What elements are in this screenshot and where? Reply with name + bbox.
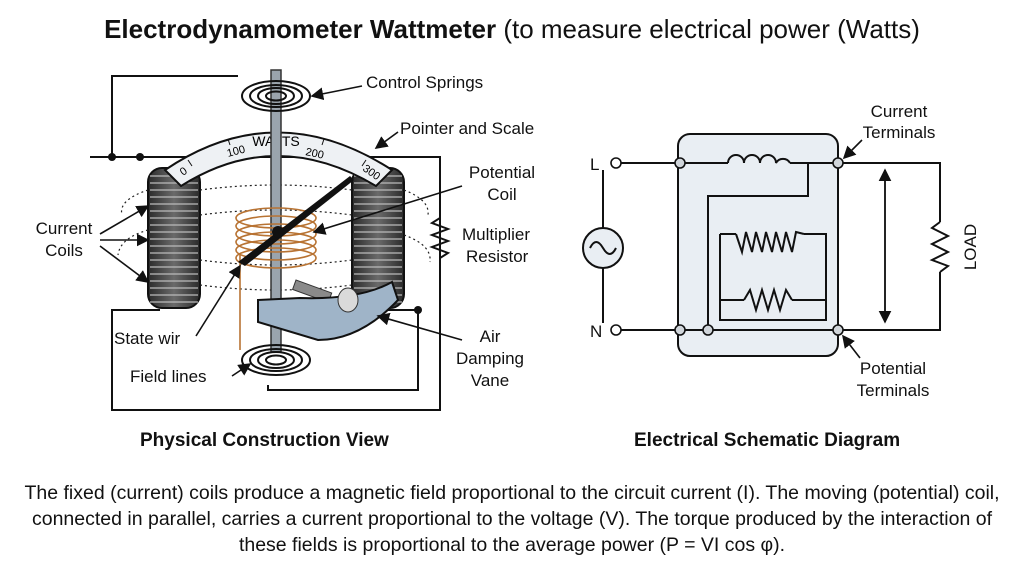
label-potential-coil-1: Potential — [469, 163, 535, 182]
label-multiplier-1: Multiplier — [462, 225, 530, 244]
label-potential-coil-2: Coil — [487, 185, 516, 204]
label-current-coils-2: Coils — [45, 241, 83, 260]
label-potential-terminals-2: Terminals — [857, 381, 930, 400]
pointer — [238, 176, 354, 266]
scale-tick-200: 200 — [304, 146, 324, 162]
label-multiplier-2: Resistor — [466, 247, 529, 266]
wattmeter-box — [677, 133, 839, 357]
label-line-n: N — [590, 322, 602, 341]
page-title: Electrodynamometer Wattmeter (to measure… — [0, 14, 1024, 45]
label-air-3: Vane — [471, 371, 509, 390]
caption-physical: Physical Construction View — [140, 430, 389, 451]
label-field-lines: Field lines — [130, 367, 207, 386]
scale-tick-100: 100 — [226, 144, 247, 160]
label-control-springs: Control Springs — [366, 73, 483, 92]
annotation-arrows — [99, 85, 463, 377]
ac-source-icon — [582, 227, 624, 269]
bottom-control-spring — [241, 344, 311, 376]
label-state-wire: State wir — [114, 329, 180, 348]
label-load: LOAD — [961, 224, 980, 270]
damping-vane — [257, 279, 400, 342]
label-line-l: L — [590, 155, 599, 174]
label-current-terminals-2: Terminals — [863, 123, 936, 142]
label-potential-terminals-1: Potential — [860, 359, 926, 378]
label-current-coils-1: Current — [36, 219, 93, 238]
scale-tick-0: 0 — [178, 165, 190, 178]
schematic-view: L N Current Terminals Potential Terminal… — [582, 102, 980, 400]
title-subtitle: (to measure electrical power (Watts) — [496, 14, 920, 44]
label-pointer-scale: Pointer and Scale — [400, 119, 534, 138]
right-current-coil — [351, 167, 405, 309]
label-air-2: Damping — [456, 349, 524, 368]
label-air-1: Air — [480, 327, 501, 346]
top-control-spring — [241, 80, 311, 112]
description-paragraph: The fixed (current) coils produce a magn… — [24, 482, 1000, 556]
caption-schematic: Electrical Schematic Diagram — [634, 430, 901, 451]
label-current-terminals-1: Current — [871, 102, 928, 121]
terminals — [610, 157, 844, 336]
physical-wiring — [90, 75, 441, 411]
left-current-coil — [147, 167, 201, 309]
title-main: Electrodynamometer Wattmeter — [104, 14, 497, 44]
multiplier-resistor — [429, 212, 451, 265]
physical-view: WATTS 0 100 200 300 — [36, 69, 535, 411]
